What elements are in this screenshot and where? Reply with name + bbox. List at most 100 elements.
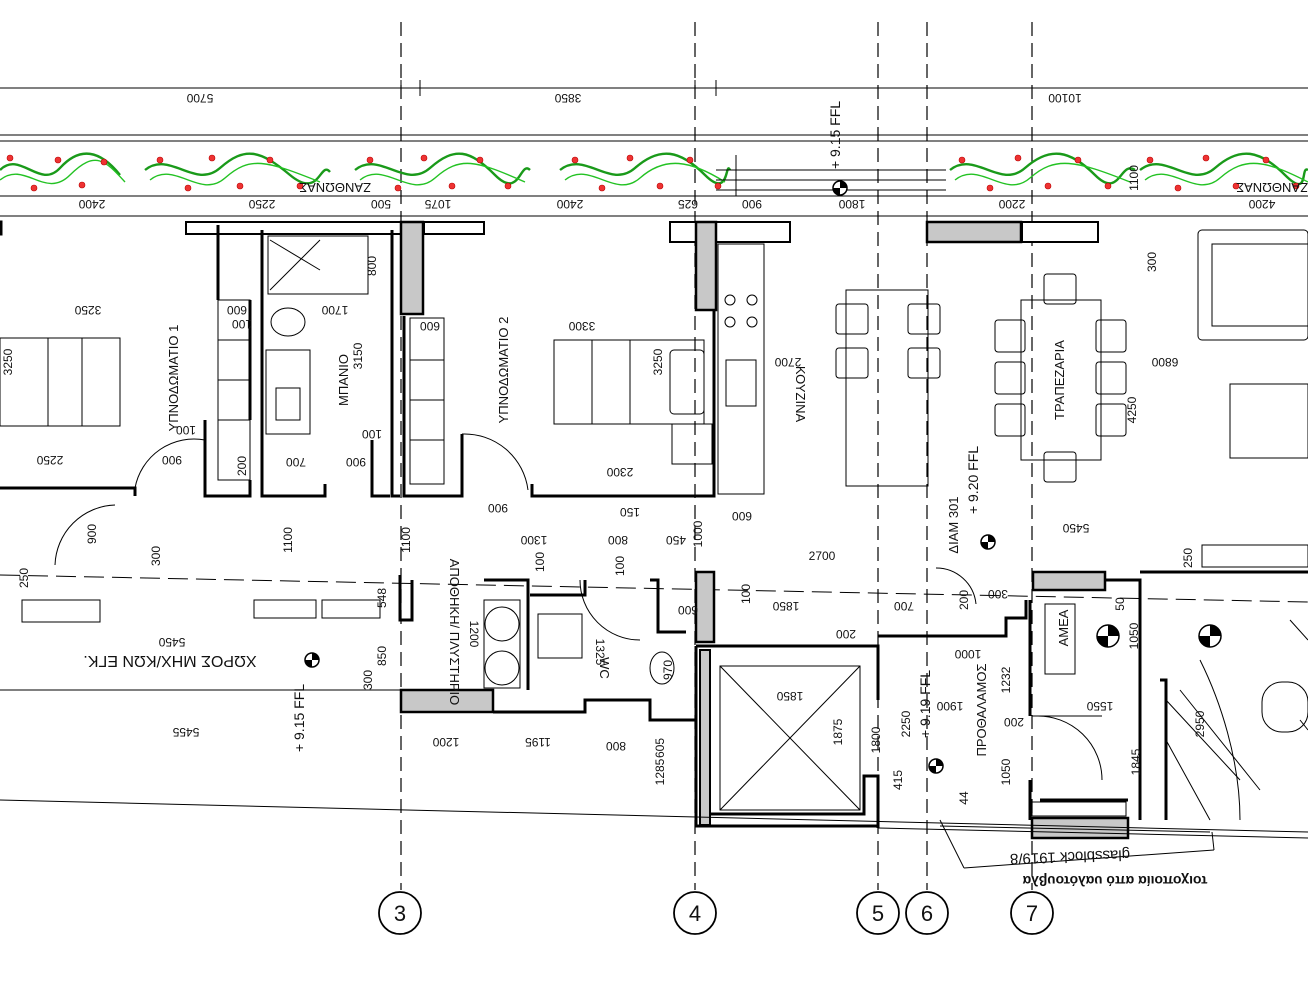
axis-bubble-7: 7 bbox=[1010, 891, 1054, 935]
dim: 2250 bbox=[36, 453, 63, 467]
dim: 1325 bbox=[593, 639, 607, 666]
balcony-dimensions: 2400 2250 500 1075 2400 625 900 1800 220… bbox=[78, 165, 1275, 211]
dim: 2700 bbox=[809, 549, 836, 563]
level-foyer: + 9.19 FFL bbox=[917, 670, 933, 738]
lift-car bbox=[1044, 603, 1076, 675]
column bbox=[1031, 570, 1107, 592]
toilet bbox=[270, 307, 306, 337]
room-storage: ΑΠΟΘΗΚΗ/ ΠΛΥΣΤΗΡΙΟ bbox=[447, 559, 462, 706]
dim: 100 bbox=[739, 584, 753, 604]
dim: 200 bbox=[1004, 715, 1024, 729]
dim-4200: 4200 bbox=[1248, 197, 1275, 211]
dim: 1800 bbox=[869, 726, 883, 753]
balcony-label-1: ΖΑΝΘΩΝΑΣ bbox=[299, 180, 371, 195]
axis-label: 3 bbox=[394, 901, 406, 926]
glassblock-annotation: glassblock 1919/8 τοιχοποιία από υαλότου… bbox=[939, 819, 1215, 889]
dim: 150 bbox=[620, 505, 640, 519]
dim: 1850 bbox=[772, 599, 799, 613]
room-bedroom-1: ΥΠΝΟΔΩΜΑΤΙΟ 1 bbox=[166, 325, 181, 432]
dim: 605 bbox=[653, 738, 667, 758]
axis-bubble-5: 5 bbox=[856, 891, 900, 935]
dim: 900 bbox=[488, 501, 508, 515]
dim-625: 625 bbox=[678, 197, 698, 211]
dim: 1100 bbox=[399, 527, 413, 553]
dim: 970 bbox=[661, 660, 675, 680]
kitchen-island bbox=[845, 289, 929, 487]
dim: 548 bbox=[375, 588, 389, 608]
dim: 1285 bbox=[653, 758, 667, 785]
bed-2 bbox=[553, 339, 705, 425]
top-dimension-line: 5700 3850 10100 bbox=[0, 80, 1308, 105]
axis-label: 5 bbox=[872, 901, 884, 926]
dim: 700 bbox=[894, 599, 914, 613]
dim: 1100 bbox=[281, 527, 295, 553]
dim: 800 bbox=[365, 256, 379, 276]
dim: 3250 bbox=[74, 303, 101, 317]
dim-1100-balcony: 1100 bbox=[1127, 165, 1141, 191]
dim: 600 bbox=[227, 303, 247, 317]
dim: 3150 bbox=[351, 342, 365, 369]
dim: 1195 bbox=[525, 735, 551, 749]
room-dining: ΤΡΑΠΕΖΑΡΙΑ bbox=[1052, 340, 1067, 420]
dim: 300 bbox=[149, 546, 163, 566]
dim: 250 bbox=[1181, 548, 1195, 568]
dim: 600 bbox=[732, 509, 752, 523]
dim: 1200 bbox=[467, 621, 481, 648]
axis-bubble-6: 6 bbox=[905, 891, 949, 935]
axis-bubble-4: 4 bbox=[673, 891, 717, 935]
interior-dimensions: 3250 600 100 1700 800 600 3300 3150 3250… bbox=[1, 252, 1207, 805]
column bbox=[694, 220, 718, 312]
dim: 100 bbox=[232, 317, 252, 331]
balcony-label-2: ΖΑΝΘΩΝΑΣ bbox=[1236, 180, 1308, 195]
axis-bubbles: 3 4 5 6 7 bbox=[378, 891, 1054, 935]
dim-1075: 1075 bbox=[424, 197, 451, 211]
dim-3850: 3850 bbox=[554, 91, 581, 105]
dim: 415 bbox=[891, 770, 905, 790]
dim: 450 bbox=[666, 533, 686, 547]
dim: 1200 bbox=[432, 735, 459, 749]
dim: 900 bbox=[162, 453, 182, 467]
sink bbox=[537, 613, 583, 659]
dim: 5450 bbox=[158, 635, 185, 649]
dim: 6800 bbox=[1151, 355, 1178, 369]
dim: 200 bbox=[235, 456, 249, 476]
level-markers: + 9.15 FFL + 9.20 FFL + 9.15 FFL + 9.19 … bbox=[291, 101, 1222, 774]
dim-900: 900 bbox=[742, 197, 762, 211]
dim: 1700 bbox=[321, 303, 348, 317]
dim: 600 bbox=[678, 603, 698, 617]
dim-1800: 1800 bbox=[838, 197, 865, 211]
dim-2400: 2400 bbox=[78, 197, 105, 211]
dim: 2950 bbox=[1193, 710, 1207, 737]
sofa bbox=[1197, 229, 1308, 341]
dim: 1000 bbox=[691, 520, 705, 547]
dim-2200: 2200 bbox=[998, 197, 1025, 211]
dim: 50 bbox=[1113, 597, 1127, 611]
dim: 3250 bbox=[651, 348, 665, 375]
dim: 5450 bbox=[1062, 521, 1089, 535]
dim: 5455 bbox=[172, 725, 199, 739]
dim: 3250 bbox=[1, 348, 15, 375]
door-swings bbox=[54, 433, 1103, 781]
dim: 300 bbox=[361, 670, 375, 690]
dim: 200 bbox=[836, 627, 856, 641]
axis-label: 7 bbox=[1026, 901, 1038, 926]
dim: 44 bbox=[957, 791, 971, 805]
room-kitchen: ΚΟΥΖΙΝΑ bbox=[793, 366, 808, 423]
dim: 800 bbox=[608, 533, 628, 547]
dining-table bbox=[1020, 299, 1102, 461]
dim: 100 bbox=[176, 423, 196, 437]
room-bath: ΜΠΑΝΙΟ bbox=[336, 354, 351, 406]
room-wc: WC bbox=[597, 657, 612, 679]
room-labels: ΥΠΝΟΔΩΜΑΤΙΟ 1 ΥΠΝΟΔΩΜΑΤΙΟ 2 ΜΠΑΝΙΟ ΚΟΥΖΙ… bbox=[83, 317, 1071, 757]
dim: 1845 bbox=[1129, 748, 1143, 775]
column bbox=[925, 220, 1023, 244]
dim-2250: 2250 bbox=[248, 197, 275, 211]
glassblock-wall-note: τοιχοποιία από υαλότουβλα bbox=[1022, 873, 1207, 889]
dim: 250 bbox=[17, 568, 31, 588]
dim: 1900 bbox=[936, 699, 963, 713]
dim: 100 bbox=[362, 427, 382, 441]
column bbox=[694, 570, 716, 644]
room-bedroom-2: ΥΠΝΟΔΩΜΑΤΙΟ 2 bbox=[496, 317, 511, 424]
bathtub bbox=[265, 349, 311, 435]
